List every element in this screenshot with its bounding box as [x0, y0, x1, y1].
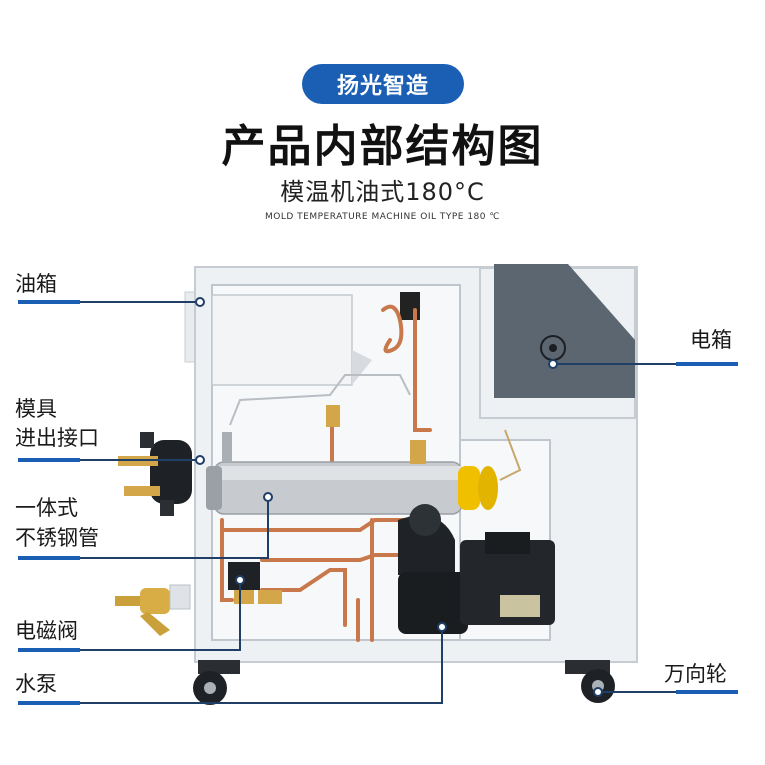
- label-steel-pipe-line2: 不锈钢管: [15, 526, 99, 550]
- sensor-wire: [499, 429, 522, 481]
- label-water-pump: 水泵: [15, 672, 57, 696]
- page-subtitle-english: MOLD TEMPERATURE MACHINE OIL TYPE 180 ℃: [265, 212, 500, 222]
- water-pump-assembly: [398, 504, 555, 634]
- pipe-highlight: [214, 466, 462, 480]
- mold-port-valves: [118, 432, 192, 516]
- label-solenoid-valve: 电磁阀: [15, 619, 78, 643]
- pipe-yellow-cap-end: [478, 466, 498, 510]
- brass-fitting: [258, 590, 282, 604]
- tank-bracket: [352, 350, 372, 385]
- brass-fitting: [326, 405, 340, 427]
- label-oil-tank: 油箱: [15, 272, 57, 296]
- brand-badge: 扬光智造: [302, 64, 464, 104]
- pipe-sensor-stub: [222, 432, 232, 462]
- copper-tubing: [220, 304, 432, 642]
- fan-hub-icon: [549, 344, 557, 352]
- leader-dots: [195, 297, 603, 697]
- label-steel-pipe-line1: 一体式: [15, 496, 78, 520]
- solenoid-valve-port: [234, 590, 254, 604]
- label-caster: 万向轮: [664, 662, 727, 686]
- page-subtitle: 模温机油式180°C: [280, 178, 485, 206]
- leader-anchors: [18, 300, 738, 705]
- page-title: 产品内部结构图: [221, 121, 544, 172]
- capillary-line: [229, 374, 411, 426]
- label-mold-port-line1: 模具: [15, 397, 57, 421]
- label-mold-port-line2: 进出接口: [15, 426, 99, 450]
- label-electric-box: 电箱: [690, 328, 732, 352]
- caster-wheel-right: [565, 660, 615, 703]
- external-valve: [115, 584, 191, 636]
- brass-fitting: [410, 440, 426, 464]
- pipe-end-cap: [206, 466, 222, 510]
- caster-wheel-left: [193, 660, 240, 705]
- pipe-yellow-cap: [458, 466, 480, 510]
- oil-tank-box: [211, 294, 353, 386]
- solenoid-valve-body: [228, 562, 260, 590]
